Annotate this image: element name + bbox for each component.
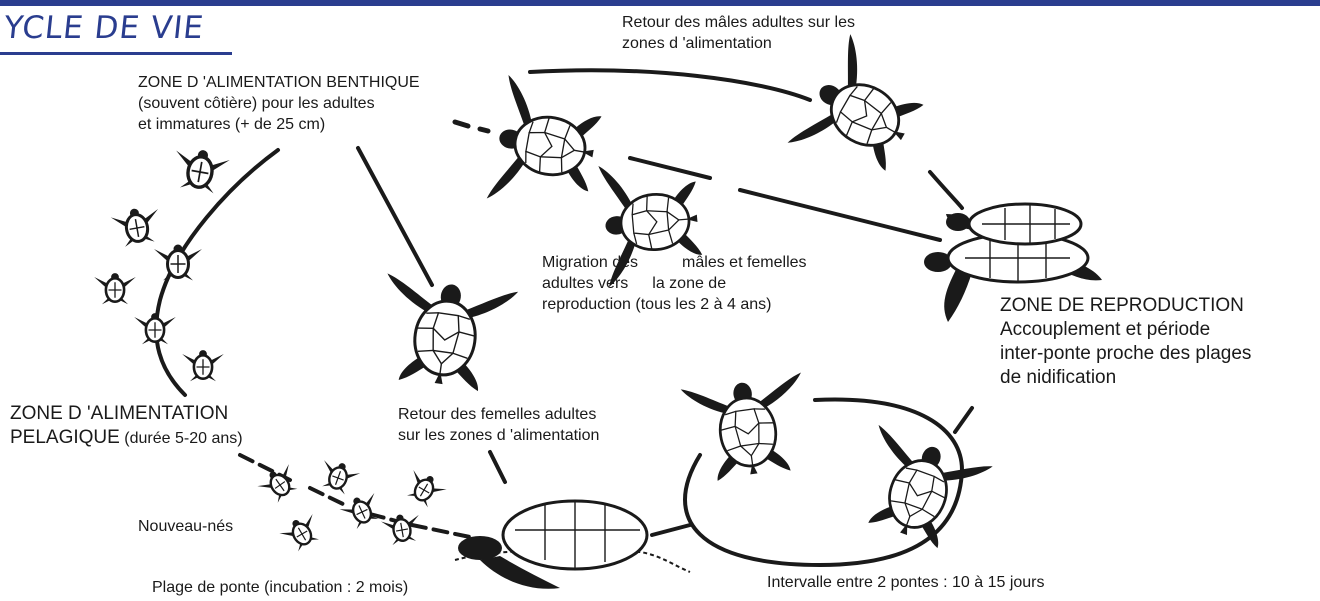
turtle-male-returning-icon	[788, 34, 936, 192]
females-return-label: Retour des femelles adultes sur les zone…	[398, 404, 599, 446]
juvenile-turtle-1-icon	[170, 146, 231, 196]
turtle-internesting-2-icon	[846, 425, 993, 556]
path-benthic-to-female	[358, 148, 432, 285]
path-female-to-beach	[490, 452, 505, 482]
hatchling-6-icon	[278, 511, 326, 555]
path-migration-lower	[740, 190, 940, 240]
hatchling-5-icon	[380, 511, 423, 546]
nesting-turtle-icon	[455, 501, 690, 589]
reproduction-zone-label: ZONE DE REPRODUCTION Accouplement et pér…	[1000, 294, 1251, 390]
juvenile-turtle-3-icon	[154, 245, 202, 281]
path-repro-to-internesting	[955, 408, 972, 432]
benthic-zone-label: ZONE D 'ALIMENTATION BENTHIQUE (souvent …	[138, 72, 420, 135]
juvenile-turtle-5-icon	[134, 313, 176, 344]
juvenile-turtle-2-icon	[110, 205, 164, 249]
hatchling-4-icon	[338, 490, 385, 532]
males-return-label: Retour des mâles adultes sur les zones d…	[622, 12, 855, 54]
nesting-beach-label: Plage de ponte (incubation : 2 mois)	[152, 577, 408, 598]
path-males-return-2	[930, 172, 962, 208]
juvenile-turtle-6-icon	[182, 350, 224, 381]
juvenile-turtle-4-icon	[94, 273, 136, 304]
internesting-interval-label: Intervalle entre 2 pontes : 10 à 15 jour…	[767, 572, 1045, 593]
path-beach-to-internesting	[652, 525, 690, 535]
turtle-female-returning-icon	[373, 273, 518, 394]
hatchling-2-icon	[315, 457, 361, 497]
path-migration-upper	[630, 158, 710, 178]
turtle-male-migrating-icon	[487, 75, 606, 216]
pelagic-zone-label: ZONE D 'ALIMENTATION PELAGIQUE (durée 5-…	[10, 402, 243, 450]
path-benthic-to-migration	[455, 122, 488, 131]
hatchling-3-icon	[401, 467, 449, 511]
hatchlings-label: Nouveau-nés	[138, 516, 233, 537]
path-hatchlings-trail	[240, 455, 470, 537]
turtle-internesting-1-icon	[681, 373, 815, 485]
path-males-return	[530, 70, 810, 100]
